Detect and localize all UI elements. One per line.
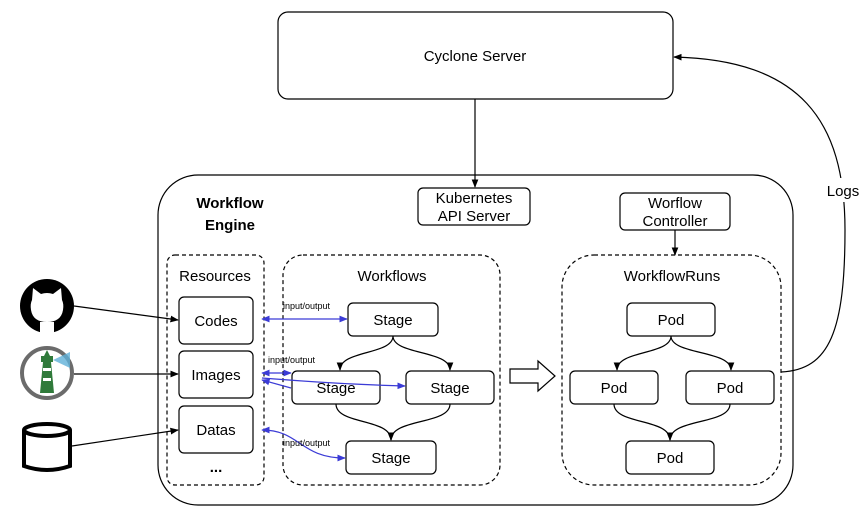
resource-codes-label: Codes [194, 313, 237, 330]
logs-arrow [673, 53, 846, 373]
k8s-api-line1: Kubernetes [436, 190, 513, 207]
stage-3: Stage [405, 370, 495, 405]
io-link-datas-stage4 [261, 426, 346, 462]
stage-4: Stage [345, 440, 437, 475]
cyclone-server-box: Cyclone Server [277, 11, 674, 100]
io-link-images-stage2b [261, 378, 292, 389]
workflows-title: Workflows [358, 268, 427, 285]
pod-2-label: Pod [601, 380, 628, 397]
arrow-pod1-pod2 [613, 335, 672, 371]
io-label-3: input/output [283, 438, 331, 448]
resource-datas: Datas [178, 405, 254, 454]
pod-1-label: Pod [658, 312, 685, 329]
arrow-db-to-datas [71, 427, 179, 447]
pod-2: Pod [569, 370, 659, 405]
arrow-pod1-pod3 [670, 335, 735, 371]
resources-more: ... [210, 459, 223, 476]
workflowruns-title: WorkflowRuns [624, 268, 720, 285]
arrow-pod3-pod4 [666, 403, 731, 441]
stage-3-label: Stage [430, 380, 469, 397]
controller-line1: Worflow [648, 195, 702, 212]
io-label-1: input/output [283, 301, 331, 311]
arrow-stage3-stage4 [387, 403, 451, 441]
arrow-stage1-stage3 [392, 335, 454, 371]
stage-2: Stage [291, 370, 381, 405]
stage-1-label: Stage [373, 312, 412, 329]
workflow-controller-box: Worflow Controller [619, 192, 731, 231]
resources-title: Resources [179, 268, 251, 285]
pod-4-label: Pod [657, 450, 684, 467]
database-icon [22, 422, 72, 472]
arrow-stage1-stage2 [336, 335, 394, 371]
workflows-to-runs-arrow [509, 359, 556, 393]
pod-3: Pod [685, 370, 775, 405]
pod-1: Pod [626, 302, 716, 337]
github-icon [20, 279, 74, 333]
engine-title-line2: Engine [205, 217, 255, 234]
stage-4-label: Stage [371, 450, 410, 467]
workflows-container [282, 254, 501, 486]
harbor-lighthouse-icon [20, 346, 74, 400]
k8s-api-line2: API Server [438, 208, 511, 225]
resource-images-label: Images [191, 367, 240, 384]
resource-datas-label: Datas [196, 422, 235, 439]
stage-1: Stage [347, 302, 439, 337]
resource-codes: Codes [178, 296, 254, 345]
engine-title-line1: Workflow [196, 195, 264, 212]
io-label-2: input/output [268, 355, 316, 365]
resource-images: Images [178, 350, 254, 399]
cyclone-server-label: Cyclone Server [424, 48, 527, 65]
logs-label: Logs [827, 183, 860, 200]
io-link-images-stage3 [261, 377, 406, 390]
pod-4: Pod [625, 440, 715, 475]
arrow-github-to-codes [73, 305, 179, 323]
logs-label-bg [823, 178, 863, 202]
controller-line2: Controller [642, 213, 707, 230]
resources-container [166, 254, 265, 486]
workflowruns-container [561, 254, 782, 486]
pod-3-label: Pod [717, 380, 744, 397]
kubernetes-api-server-box: Kubernetes API Server [417, 187, 531, 226]
